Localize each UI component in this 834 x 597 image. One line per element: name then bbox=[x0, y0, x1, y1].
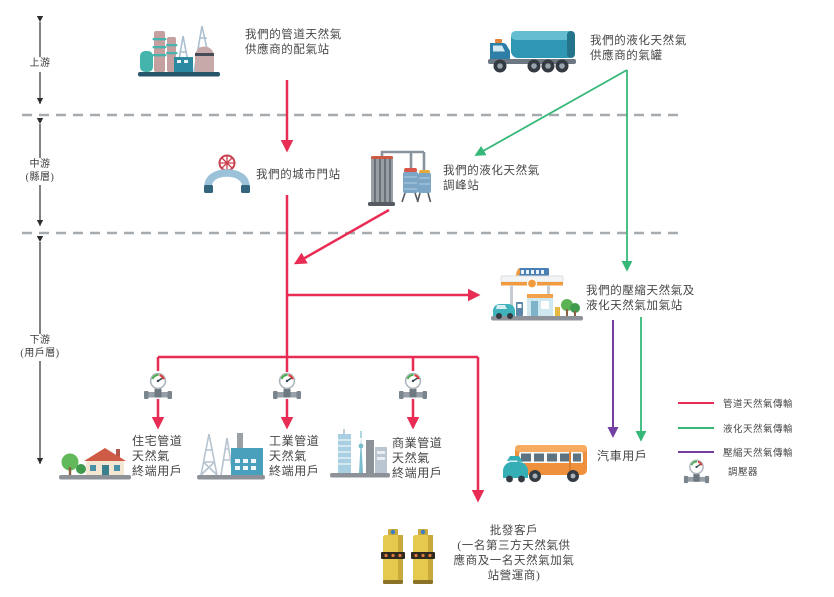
legend-label: 管道天然氣傳輸 bbox=[723, 400, 794, 410]
legend-item-cng: 壓縮天然氣傳輸 bbox=[678, 445, 793, 459]
lng-truck-icon bbox=[488, 31, 576, 73]
lng-peaking-label: 我們的液化天然氣 調峰站 bbox=[443, 165, 540, 192]
flow-lngsupplier-to-peaking bbox=[474, 69, 628, 156]
house-icon bbox=[59, 448, 131, 480]
refueling-station-label: 我們的壓縮天然氣及 液化天然氣加氣站 bbox=[586, 285, 695, 312]
vehicle-users-label: 汽車用戶 bbox=[597, 449, 648, 463]
legend-item-pipeline: 管道天然氣傳輸 bbox=[678, 396, 793, 410]
axis-label-midstream: 中游 (縣層) bbox=[13, 158, 67, 185]
cylinder bbox=[411, 529, 435, 584]
city-gate-valve-icon bbox=[204, 154, 250, 193]
lng-supplier-label: 我們的液化天然氣 供應商的氣罐 bbox=[590, 35, 687, 62]
industrial-plant-icon bbox=[197, 433, 265, 480]
cylinder bbox=[381, 529, 405, 584]
residential-users-label: 住宅管道 天然氣 終端用戶 bbox=[132, 434, 183, 478]
legend-label: 壓縮天然氣傳輸 bbox=[723, 449, 794, 459]
industrial-users-label: 工業管道 天然氣 終端用戶 bbox=[269, 434, 320, 478]
lng-line-swatch bbox=[678, 427, 714, 429]
city-gate-label: 我們的城市門站 bbox=[256, 169, 341, 181]
legend-item-regulator: 調壓器 bbox=[678, 458, 758, 484]
refueling-station-icon bbox=[491, 268, 583, 321]
lng-peaking-station-icon bbox=[368, 150, 432, 206]
regulator-icon bbox=[683, 459, 710, 484]
wholesale-customers-label: 批發客戶 (一名第三方天然氣供 應商及一名天然氣加氣 站營運商) bbox=[453, 525, 575, 582]
commercial-users-label: 商業管道 天然氣 終端用戶 bbox=[392, 436, 443, 480]
gas-cylinders-icon bbox=[381, 529, 435, 584]
axis-label-downstream: 下游 (用戶層) bbox=[11, 334, 69, 361]
regulator-icon bbox=[273, 372, 301, 399]
pipeline-supplier-label: 我們的管道天然氣 供應商的配氣站 bbox=[245, 29, 342, 56]
refinery-icon bbox=[138, 25, 220, 77]
flow-peaking-to-main bbox=[293, 208, 390, 265]
regulator-icon bbox=[144, 372, 172, 399]
bus-icon bbox=[503, 445, 587, 483]
legend-item-lng: 液化天然氣傳輸 bbox=[678, 421, 793, 435]
cng-line-swatch bbox=[678, 451, 714, 453]
regulator-icon bbox=[399, 372, 427, 399]
legend-label: 液化天然氣傳輸 bbox=[723, 425, 794, 435]
legend-label: 調壓器 bbox=[728, 468, 759, 478]
commercial-buildings-icon bbox=[330, 429, 390, 478]
pipeline-line-swatch bbox=[678, 402, 714, 404]
axis-label-upstream: 上游 bbox=[25, 57, 55, 72]
